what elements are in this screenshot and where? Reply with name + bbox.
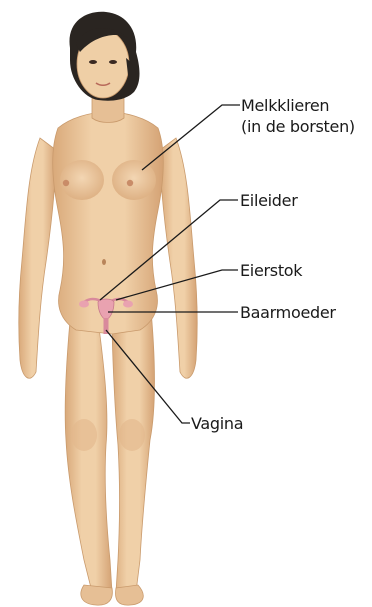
label-mammary-glands: Melkklieren (in de borsten) xyxy=(241,95,355,137)
head xyxy=(69,12,139,101)
label-vagina: Vagina xyxy=(191,413,243,434)
navel xyxy=(102,259,106,265)
label-mammary-glands-line1: Melkklieren xyxy=(241,95,355,116)
label-fallopian-tube: Eileider xyxy=(240,190,297,211)
label-mammary-glands-line2: (in de borsten) xyxy=(241,116,355,137)
label-uterus: Baarmoeder xyxy=(240,302,336,323)
label-ovary: Eierstok xyxy=(240,260,302,281)
legs xyxy=(65,300,154,605)
